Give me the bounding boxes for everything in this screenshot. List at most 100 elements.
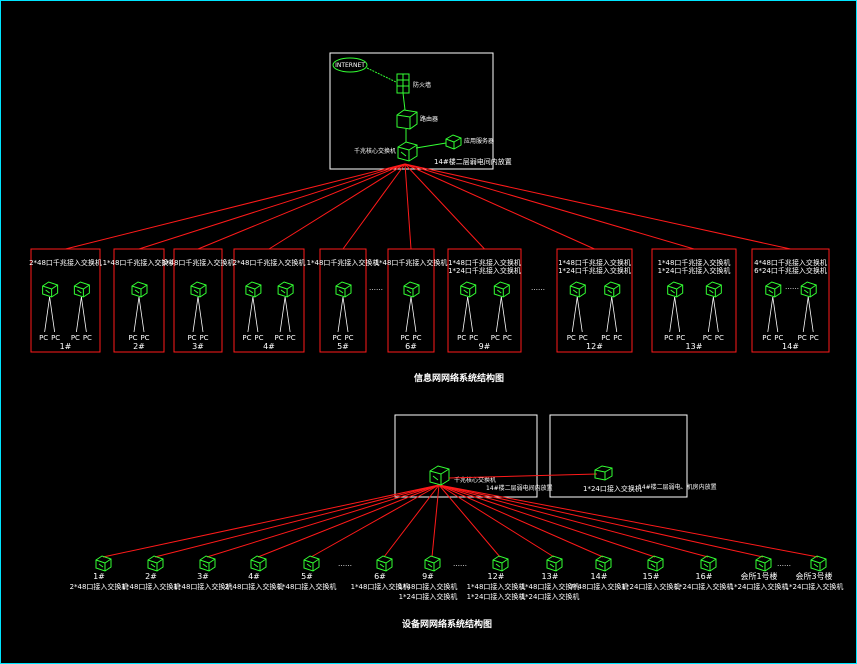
device-uplink-line	[102, 484, 440, 558]
pc-label: PC	[332, 334, 341, 342]
device-node-spec: 1*48口接入交换机	[467, 582, 526, 591]
device-switch-icon	[810, 555, 827, 572]
building-label: 2#	[133, 342, 145, 351]
device-node-label: 12#	[488, 572, 505, 581]
building-label: 12#	[586, 342, 603, 351]
building-spec-label: 2*48口千兆接入交换机	[29, 258, 102, 267]
building-label: 13#	[686, 342, 703, 351]
access-switch-icon	[604, 281, 621, 298]
uplink-line	[197, 163, 406, 250]
device-node: 6#1*48口接入交换机	[351, 555, 409, 591]
building-spec-label: 1*48口千兆接入交换机	[658, 258, 731, 267]
device-node-label: 13#	[542, 572, 559, 581]
access-switch-icon	[335, 281, 352, 298]
uplink-line	[342, 163, 406, 250]
access-switch-icon	[705, 281, 722, 298]
pc-label: PC	[469, 334, 478, 342]
device-node-spec: 2*48口接入交换机	[225, 582, 284, 591]
device-uplink-line	[438, 484, 555, 558]
pc-label: PC	[491, 334, 500, 342]
pc-label: PC	[774, 334, 783, 342]
building-label: 3#	[192, 342, 204, 351]
access-switch-icon	[667, 281, 684, 298]
uplink-line	[404, 163, 485, 250]
pc-label: PC	[762, 334, 771, 342]
building-label: 9#	[479, 342, 491, 351]
pc-label: PC	[703, 334, 712, 342]
ellipsis-text: ……	[338, 560, 352, 568]
device-switch-icon	[492, 555, 509, 572]
device-node-label: 4#	[248, 572, 260, 581]
device-ellipses: ………………	[338, 560, 791, 568]
device-uplinks	[102, 484, 819, 558]
uplink-line	[65, 163, 406, 250]
pc-label: PC	[51, 334, 60, 342]
device-switch-icon	[95, 555, 112, 572]
core-location-label: 14#楼二层弱电间内放置	[434, 157, 512, 166]
pc-label: PC	[400, 334, 409, 342]
device-node-spec: 1*48口接入交换机	[521, 582, 580, 591]
pc-label: PC	[810, 334, 819, 342]
internet-cloud-icon	[332, 57, 368, 73]
pc-label: PC	[199, 334, 208, 342]
device-node-spec: 7*48口接入交换机	[570, 582, 629, 591]
device-node-spec: 1*24口接入交换机	[785, 582, 844, 591]
device-switch-icon	[595, 555, 612, 572]
device-switch-icon	[700, 555, 717, 572]
info-core-group: INTERNET 防火墙 路由器 应用服务器	[329, 52, 512, 170]
device-node-spec: 1*24口接入交换机	[730, 582, 789, 591]
device-aux-location-label: 14#楼二层弱电、机房内放置	[638, 483, 717, 491]
access-switch-icon	[131, 281, 148, 298]
pc-label: PC	[140, 334, 149, 342]
device-node-label: 会所1号楼	[740, 571, 777, 581]
device-uplink-line	[438, 484, 819, 558]
pc-label: PC	[344, 334, 353, 342]
device-uplink-line	[154, 484, 440, 558]
building-label: 6#	[405, 342, 417, 351]
firewall-label: 防火墙	[413, 81, 431, 89]
building-spec-label: 1*48口千兆接入交换机	[307, 258, 380, 267]
device-node-spec: 1*24口接入交换机	[467, 592, 526, 601]
device-switch-icon	[376, 555, 393, 572]
device-node-spec: 1*24口接入交换机	[622, 582, 681, 591]
pc-label: PC	[275, 334, 284, 342]
access-switch-icon	[73, 281, 90, 298]
device-node-label: 16#	[696, 572, 713, 581]
router-label: 路由器	[420, 115, 438, 123]
building-spec-label: 1*48口千兆接入交换机	[103, 258, 176, 267]
server-label: 应用服务器	[464, 137, 494, 145]
device-nodes: 1#2*48口接入交换机2#1*48口接入交换机3#1*48口接入交换机4#2*…	[70, 555, 844, 601]
device-node-spec: 1*48口接入交换机	[174, 582, 233, 591]
pc-label: PC	[254, 334, 263, 342]
firewall-icon	[396, 73, 410, 94]
building-spec-label: 1*24口千兆接入交换机	[658, 266, 731, 275]
device-node-spec: 1*24口接入交换机	[521, 592, 580, 601]
device-core-switch-label: 千兆核心交换机	[454, 476, 496, 484]
device-node-spec: 1*48口接入交换机	[122, 582, 181, 591]
device-node-spec: 1*48口接入交换机	[399, 582, 458, 591]
device-uplink-line	[310, 484, 440, 558]
pc-label: PC	[567, 334, 576, 342]
pc-label: PC	[128, 334, 137, 342]
building-spec-label: 1*48口千兆接入交换机	[448, 258, 521, 267]
device-node-label: 15#	[643, 572, 660, 581]
ellipsis-text: ……	[453, 560, 467, 568]
device-node-spec: 1*24口接入交换机	[399, 592, 458, 601]
building-spec-label: 1*48口千兆接入交换机	[162, 258, 235, 267]
access-switch-icon	[800, 281, 817, 298]
pc-label: PC	[83, 334, 92, 342]
device-uplink-line	[438, 484, 604, 558]
device-node-label: 会所3号楼	[795, 571, 832, 581]
device-switch-icon	[250, 555, 267, 572]
device-node-spec: 2*48口接入交换机	[70, 582, 129, 591]
device-uplink-line	[438, 484, 656, 558]
